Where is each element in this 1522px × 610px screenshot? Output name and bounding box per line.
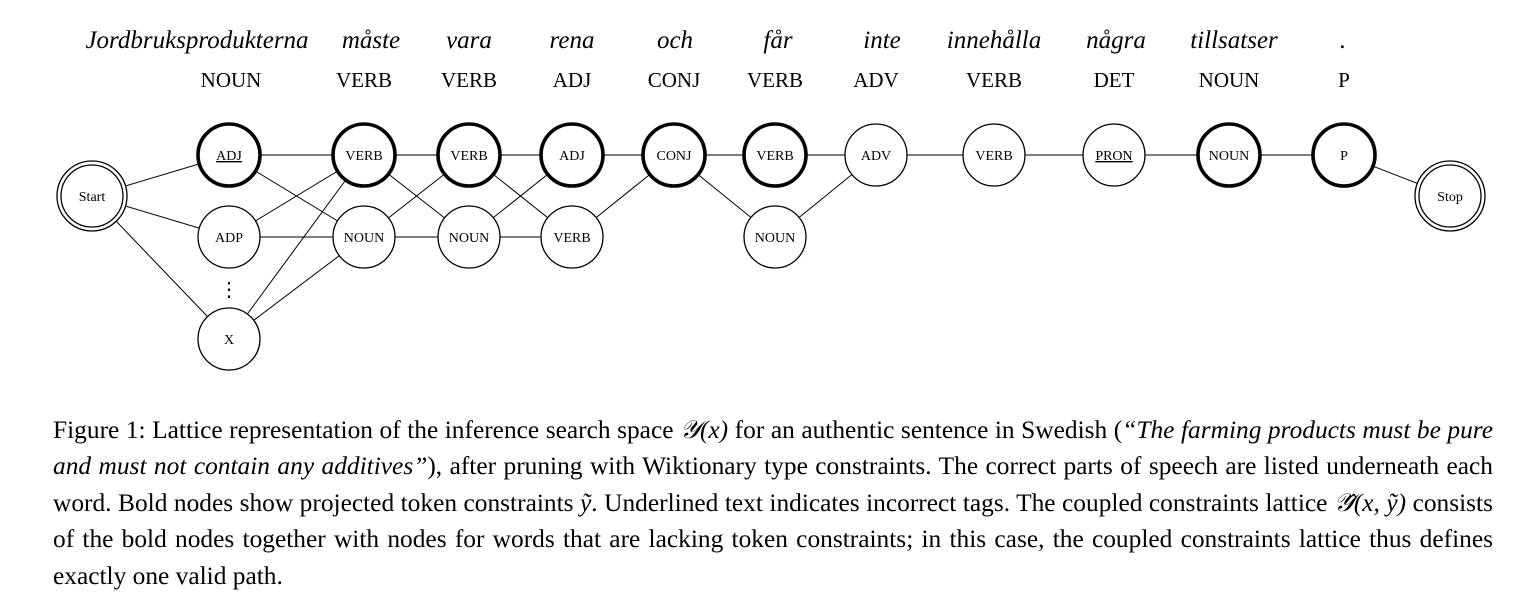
node-circle	[743, 205, 807, 269]
node-label: VERB	[975, 149, 1012, 164]
node-circle	[540, 205, 604, 269]
lattice-node-verb-w8: VERB	[962, 123, 1026, 187]
stop-label: Stop	[1437, 190, 1463, 205]
node-circle	[197, 205, 261, 269]
gold-tag-1: NOUN	[201, 68, 262, 92]
lattice-nodes: ADJ ADP X VERB NOUN VERB NOUN ADJ VERB CONJ VERB NO…	[56, 122, 1486, 371]
node-label: X	[224, 333, 234, 348]
gold-tag-9: DET	[1094, 68, 1135, 92]
word-1: Jordbruksprodukterna	[85, 27, 308, 54]
word-10: tillsatser	[1190, 27, 1278, 54]
gold-tag-6: VERB	[747, 68, 803, 92]
node-label: ADJ	[216, 149, 242, 164]
node-circle	[436, 122, 502, 188]
node-label: VERB	[553, 231, 590, 246]
node-label: NOUN	[449, 231, 489, 246]
caption-math-search-space: 𝒴(x)	[680, 416, 729, 444]
node-label: NOUN	[344, 231, 384, 246]
lattice-node-verb-w3: VERB	[436, 122, 502, 188]
stop-inner-ring	[1418, 164, 1482, 228]
lattice-node-verb-w4: VERB	[540, 205, 604, 269]
node-label: VERB	[345, 149, 382, 164]
node-label: CONJ	[656, 149, 692, 164]
lattice-node-p-w11: P	[1311, 122, 1377, 188]
start-node: Start	[56, 160, 128, 232]
caption-text-5: consists of the bold nodes together with…	[53, 488, 1493, 590]
ellipsis-more-tags: ⋮	[219, 279, 239, 301]
caption-text-4: . Underlined text indicates incorrect ta…	[591, 488, 1334, 517]
gold-tag-7: ADV	[853, 68, 899, 92]
caption-text-2: for an authentic sentence in Swedish (	[728, 416, 1123, 444]
gold-tag-2: VERB	[336, 68, 392, 92]
word-9: några	[1086, 27, 1146, 54]
node-circle	[844, 123, 908, 187]
node-label: ADJ	[559, 149, 585, 164]
word-4: rena	[550, 27, 595, 54]
node-circle	[437, 205, 501, 269]
caption-translation: “The farming products must be pure and m…	[53, 416, 1494, 481]
node-circle	[197, 307, 261, 371]
word-8: innehålla	[947, 27, 1041, 54]
node-label: NOUN	[1209, 149, 1249, 164]
node-circle	[641, 122, 707, 188]
lattice-node-adj-w4: ADJ	[539, 122, 605, 188]
lattice-node-verb-w6: VERB	[742, 122, 808, 188]
caption-text-3: ), after pruning with Wiktionary type co…	[53, 452, 1493, 517]
gold-tag-8: VERB	[966, 68, 1022, 92]
gold-tag-10: NOUN	[1199, 68, 1260, 92]
lattice-node-adj-w1: ADJ	[196, 122, 262, 188]
figure-caption: Figure 1: Lattice representation of the …	[53, 412, 1493, 594]
lattice-node-x-w1: X	[197, 307, 261, 371]
lattice-node-conj-w5: CONJ	[641, 122, 707, 188]
lattice-node-noun-w2: NOUN	[332, 205, 396, 269]
node-label: ADV	[861, 149, 891, 164]
lattice-diagram: Jordbruksprodukterna måste vara rena och får i…	[56, 27, 1486, 371]
caption-text-1: Figure 1: Lattice representation of the …	[53, 416, 681, 444]
lattice-node-verb-w2: VERB	[331, 122, 397, 188]
node-label: VERB	[450, 149, 487, 164]
gold-tag-3: VERB	[441, 68, 497, 92]
lattice-node-noun-w6: NOUN	[743, 205, 807, 269]
lattice-node-noun-w3: NOUN	[437, 205, 501, 269]
node-label: ADP	[215, 231, 243, 246]
word-7: inte	[863, 27, 901, 54]
node-label: VERB	[756, 149, 793, 164]
node-circle	[1311, 122, 1377, 188]
stop-node: Stop	[1414, 160, 1486, 232]
node-circle	[331, 122, 397, 188]
node-circle	[539, 122, 605, 188]
lattice-node-adv-w7: ADV	[844, 123, 908, 187]
word-2: måste	[342, 27, 400, 54]
node-label: NOUN	[755, 231, 795, 246]
gold-tag-5: CONJ	[648, 68, 701, 92]
node-label: PRON	[1095, 149, 1132, 164]
word-6: får	[763, 27, 792, 54]
word-3: vara	[446, 27, 492, 54]
node-circle	[1082, 123, 1146, 187]
node-circle	[332, 205, 396, 269]
lattice-node-pron-w9: PRON	[1082, 123, 1146, 187]
lattice-node-adp-w1: ADP	[197, 205, 261, 269]
node-label: P	[1340, 149, 1348, 164]
node-circle	[196, 122, 262, 188]
node-circle	[962, 123, 1026, 187]
caption-math-token-constraints: ỹ	[580, 488, 592, 517]
gold-tag-11: P	[1338, 68, 1350, 92]
start-inner-ring	[60, 164, 124, 228]
node-circle	[742, 122, 808, 188]
sentence-words: Jordbruksprodukterna måste vara rena och får i…	[85, 27, 1346, 54]
word-5: och	[657, 27, 693, 54]
edge-c1-2-c2-0	[228, 154, 365, 340]
node-circle	[1196, 122, 1262, 188]
start-label: Start	[79, 190, 106, 205]
lattice-node-noun-w10: NOUN	[1196, 122, 1262, 188]
gold-tags: NOUN VERB VERB ADJ CONJ VERB ADV VERB DET NOUN P	[201, 68, 1350, 92]
gold-tag-4: ADJ	[553, 68, 592, 92]
word-11: .	[1340, 27, 1346, 54]
caption-math-coupled-lattice: 𝒴̂(x, ỹ)	[1333, 488, 1407, 517]
